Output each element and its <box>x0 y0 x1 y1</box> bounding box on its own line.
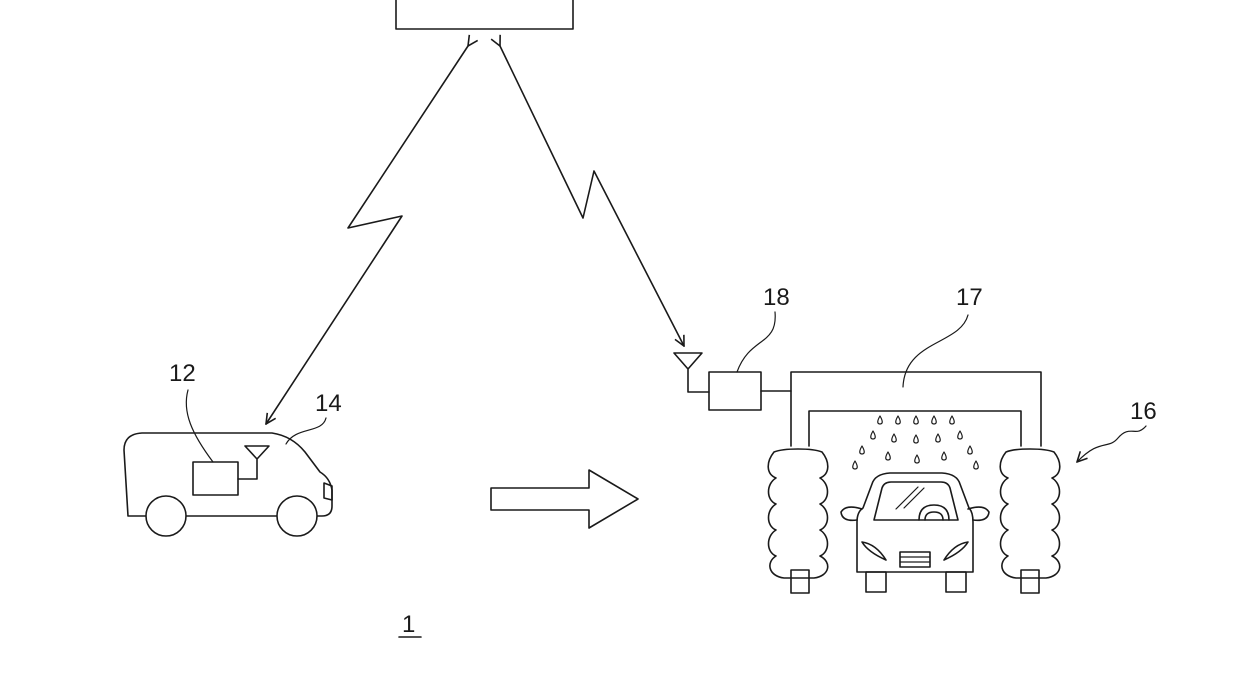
washed-car-glare <box>903 487 925 509</box>
water-drop-icon <box>913 415 919 425</box>
water-drop-icon <box>895 415 901 425</box>
water-drop-icon <box>877 415 883 425</box>
washed-car-right-mirror <box>967 506 990 522</box>
right-post-base <box>1020 569 1040 594</box>
vehicle-front-wheel <box>276 495 318 537</box>
washed-car-left-headlight <box>861 541 887 561</box>
controller-box <box>708 371 762 411</box>
vehicle-rear-wheel <box>145 495 187 537</box>
water-drop-icon <box>973 460 979 470</box>
washed-car-windshield <box>873 481 959 521</box>
water-drop-icon <box>967 445 973 455</box>
leader-line-14 <box>285 417 327 445</box>
leader-line-12 <box>185 389 214 463</box>
water-drop-icon <box>885 451 891 461</box>
washed-car-right-tire <box>945 571 967 593</box>
leader-line-16 <box>1077 425 1147 462</box>
water-drop-icon <box>957 430 963 440</box>
washed-car-left-tire <box>865 571 887 593</box>
wireless-link-carwash <box>500 46 684 346</box>
wireless-link-vehicle <box>266 46 468 424</box>
water-drop-icon <box>852 460 858 470</box>
server-box <box>395 0 574 30</box>
onboard-device-box <box>192 461 239 496</box>
gantry-frame <box>790 371 1042 447</box>
washed-car <box>840 472 990 593</box>
washed-car-left-mirror <box>840 506 863 522</box>
washed-car-right-headlight <box>943 541 969 561</box>
label-system: 1 <box>402 611 415 638</box>
leader-line-18 <box>736 311 776 373</box>
left-brush <box>767 448 829 579</box>
washed-car-headrest <box>918 504 950 521</box>
washed-car-grille <box>899 551 931 568</box>
transition-arrow-icon <box>490 469 639 529</box>
water-drop-icon <box>941 451 947 461</box>
water-drop-icon <box>870 430 876 440</box>
water-drop-icon <box>949 415 955 425</box>
water-drop-icon <box>914 454 920 464</box>
washed-car-glare <box>895 486 919 510</box>
water-spray <box>852 415 979 470</box>
water-drop-icon <box>913 434 919 444</box>
left-post-base <box>790 569 810 594</box>
car-wash <box>673 352 1061 594</box>
label-12: 12 <box>169 360 196 387</box>
vehicle-antenna-icon <box>237 445 270 480</box>
vehicle <box>123 432 333 537</box>
leader-line-17 <box>902 314 969 388</box>
label-18: 18 <box>763 284 790 311</box>
water-drop-icon <box>859 445 865 455</box>
right-brush <box>999 448 1061 579</box>
label-14: 14 <box>315 390 342 417</box>
water-drop-icon <box>931 415 937 425</box>
water-drop-icon <box>891 433 897 443</box>
water-drop-icon <box>935 433 941 443</box>
label-17: 17 <box>956 284 983 311</box>
vehicle-body <box>123 432 333 517</box>
carwash-antenna-icon <box>673 352 710 393</box>
label-16: 16 <box>1130 398 1157 425</box>
vehicle-lamp <box>323 482 333 501</box>
